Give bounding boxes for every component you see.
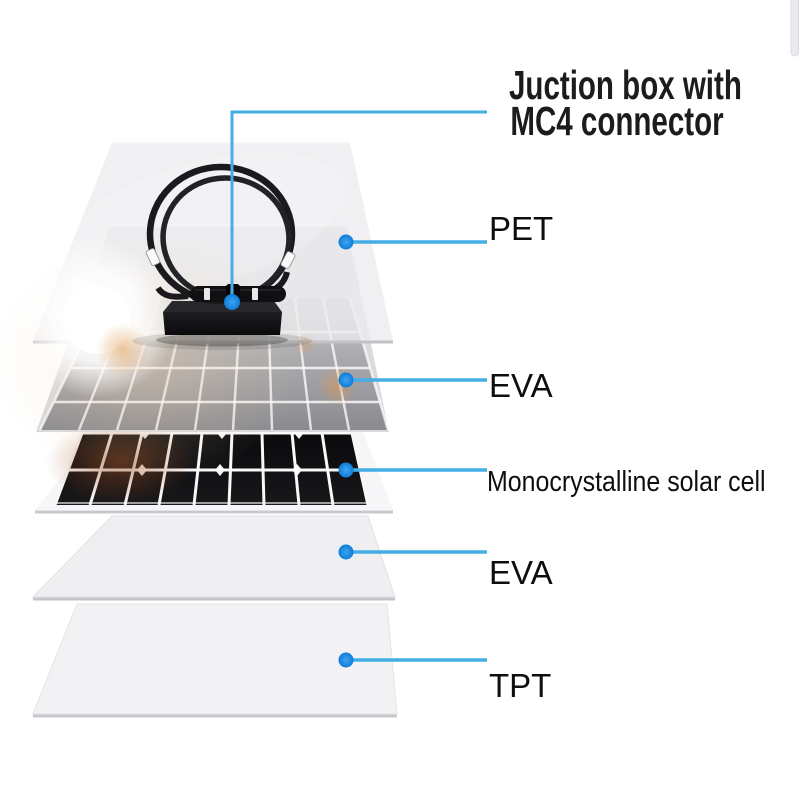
scrollbar-thumb[interactable] [790, 0, 799, 57]
tpt-leader-dot [338, 652, 354, 668]
eva-bottom-leader-dot [338, 544, 354, 560]
junction-box-label-line1: Juction box with [509, 62, 742, 108]
cable-clip-left [145, 248, 161, 266]
cable-clip-right [280, 251, 296, 269]
layer-label-mono: Monocrystalline solar cell [487, 466, 766, 498]
layer-label-pet: PET [489, 210, 554, 247]
eva-bottom-layer [31, 515, 396, 601]
junction-box-label-line2: MC4 connector [510, 98, 724, 144]
junction-box [132, 301, 312, 350]
junction-box-leader-line [230, 110, 487, 297]
layer-label-eva-bottom: EVA [489, 554, 553, 591]
layer-label-eva-top: EVA [489, 367, 553, 404]
tpt-layer [32, 603, 398, 718]
pet-leader-dot [338, 234, 354, 250]
callout-leaders [224, 110, 487, 668]
junction-box-leader-dot [224, 294, 240, 310]
eva-top-leader-dot [338, 372, 354, 388]
layer-label-tpt: TPT [489, 667, 552, 704]
mono-leader-dot [338, 462, 354, 478]
mc4-connector [190, 284, 286, 303]
junction-box-label: Juction box with MC4 connector [509, 62, 742, 144]
